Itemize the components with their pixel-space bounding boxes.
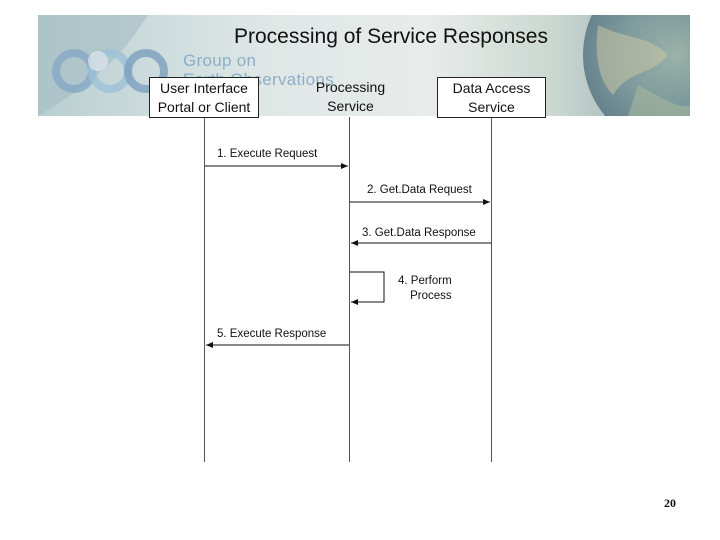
message-label-execute-request: 1. Execute Request — [217, 148, 318, 160]
actor-label-line1: Data Access — [452, 80, 531, 96]
perform-label-line1: 4. Perform — [398, 275, 452, 287]
lifeline-data-access-service — [491, 117, 492, 462]
actor-label-line2: Service — [468, 99, 515, 115]
perform-label-line2: Process — [410, 290, 452, 302]
lifeline-processing-service — [349, 117, 350, 462]
geo-logo — [52, 49, 168, 93]
actor-data-access-service: Data Access Service — [437, 77, 546, 118]
page-number: 20 — [664, 496, 676, 510]
message-label-execute-response: 5. Execute Response — [217, 328, 327, 340]
message-label-getdata-request: 2. Get.Data Request — [367, 184, 472, 196]
actor-label-line1: User Interface — [160, 80, 248, 96]
message-label-getdata-response: 3. Get.Data Response — [362, 227, 476, 239]
actor-label-line2: Service — [327, 98, 374, 114]
header-banner: Group on Earth Observations — [38, 15, 690, 116]
banner-background — [38, 15, 690, 116]
actor-user-interface: User Interface Portal or Client — [149, 77, 259, 118]
arrow-perform-process — [350, 271, 385, 305]
actor-label-line2: Portal or Client — [157, 99, 251, 115]
lifeline-user-interface — [204, 117, 205, 462]
actor-label-line1: Processing — [315, 79, 386, 95]
page-title: Processing of Service Responses — [234, 25, 548, 48]
logo-text-line1: Group on — [183, 51, 257, 70]
actor-processing-service: Processing Service — [296, 77, 405, 118]
message-label-perform-process: 4. Perform Process — [398, 274, 452, 304]
